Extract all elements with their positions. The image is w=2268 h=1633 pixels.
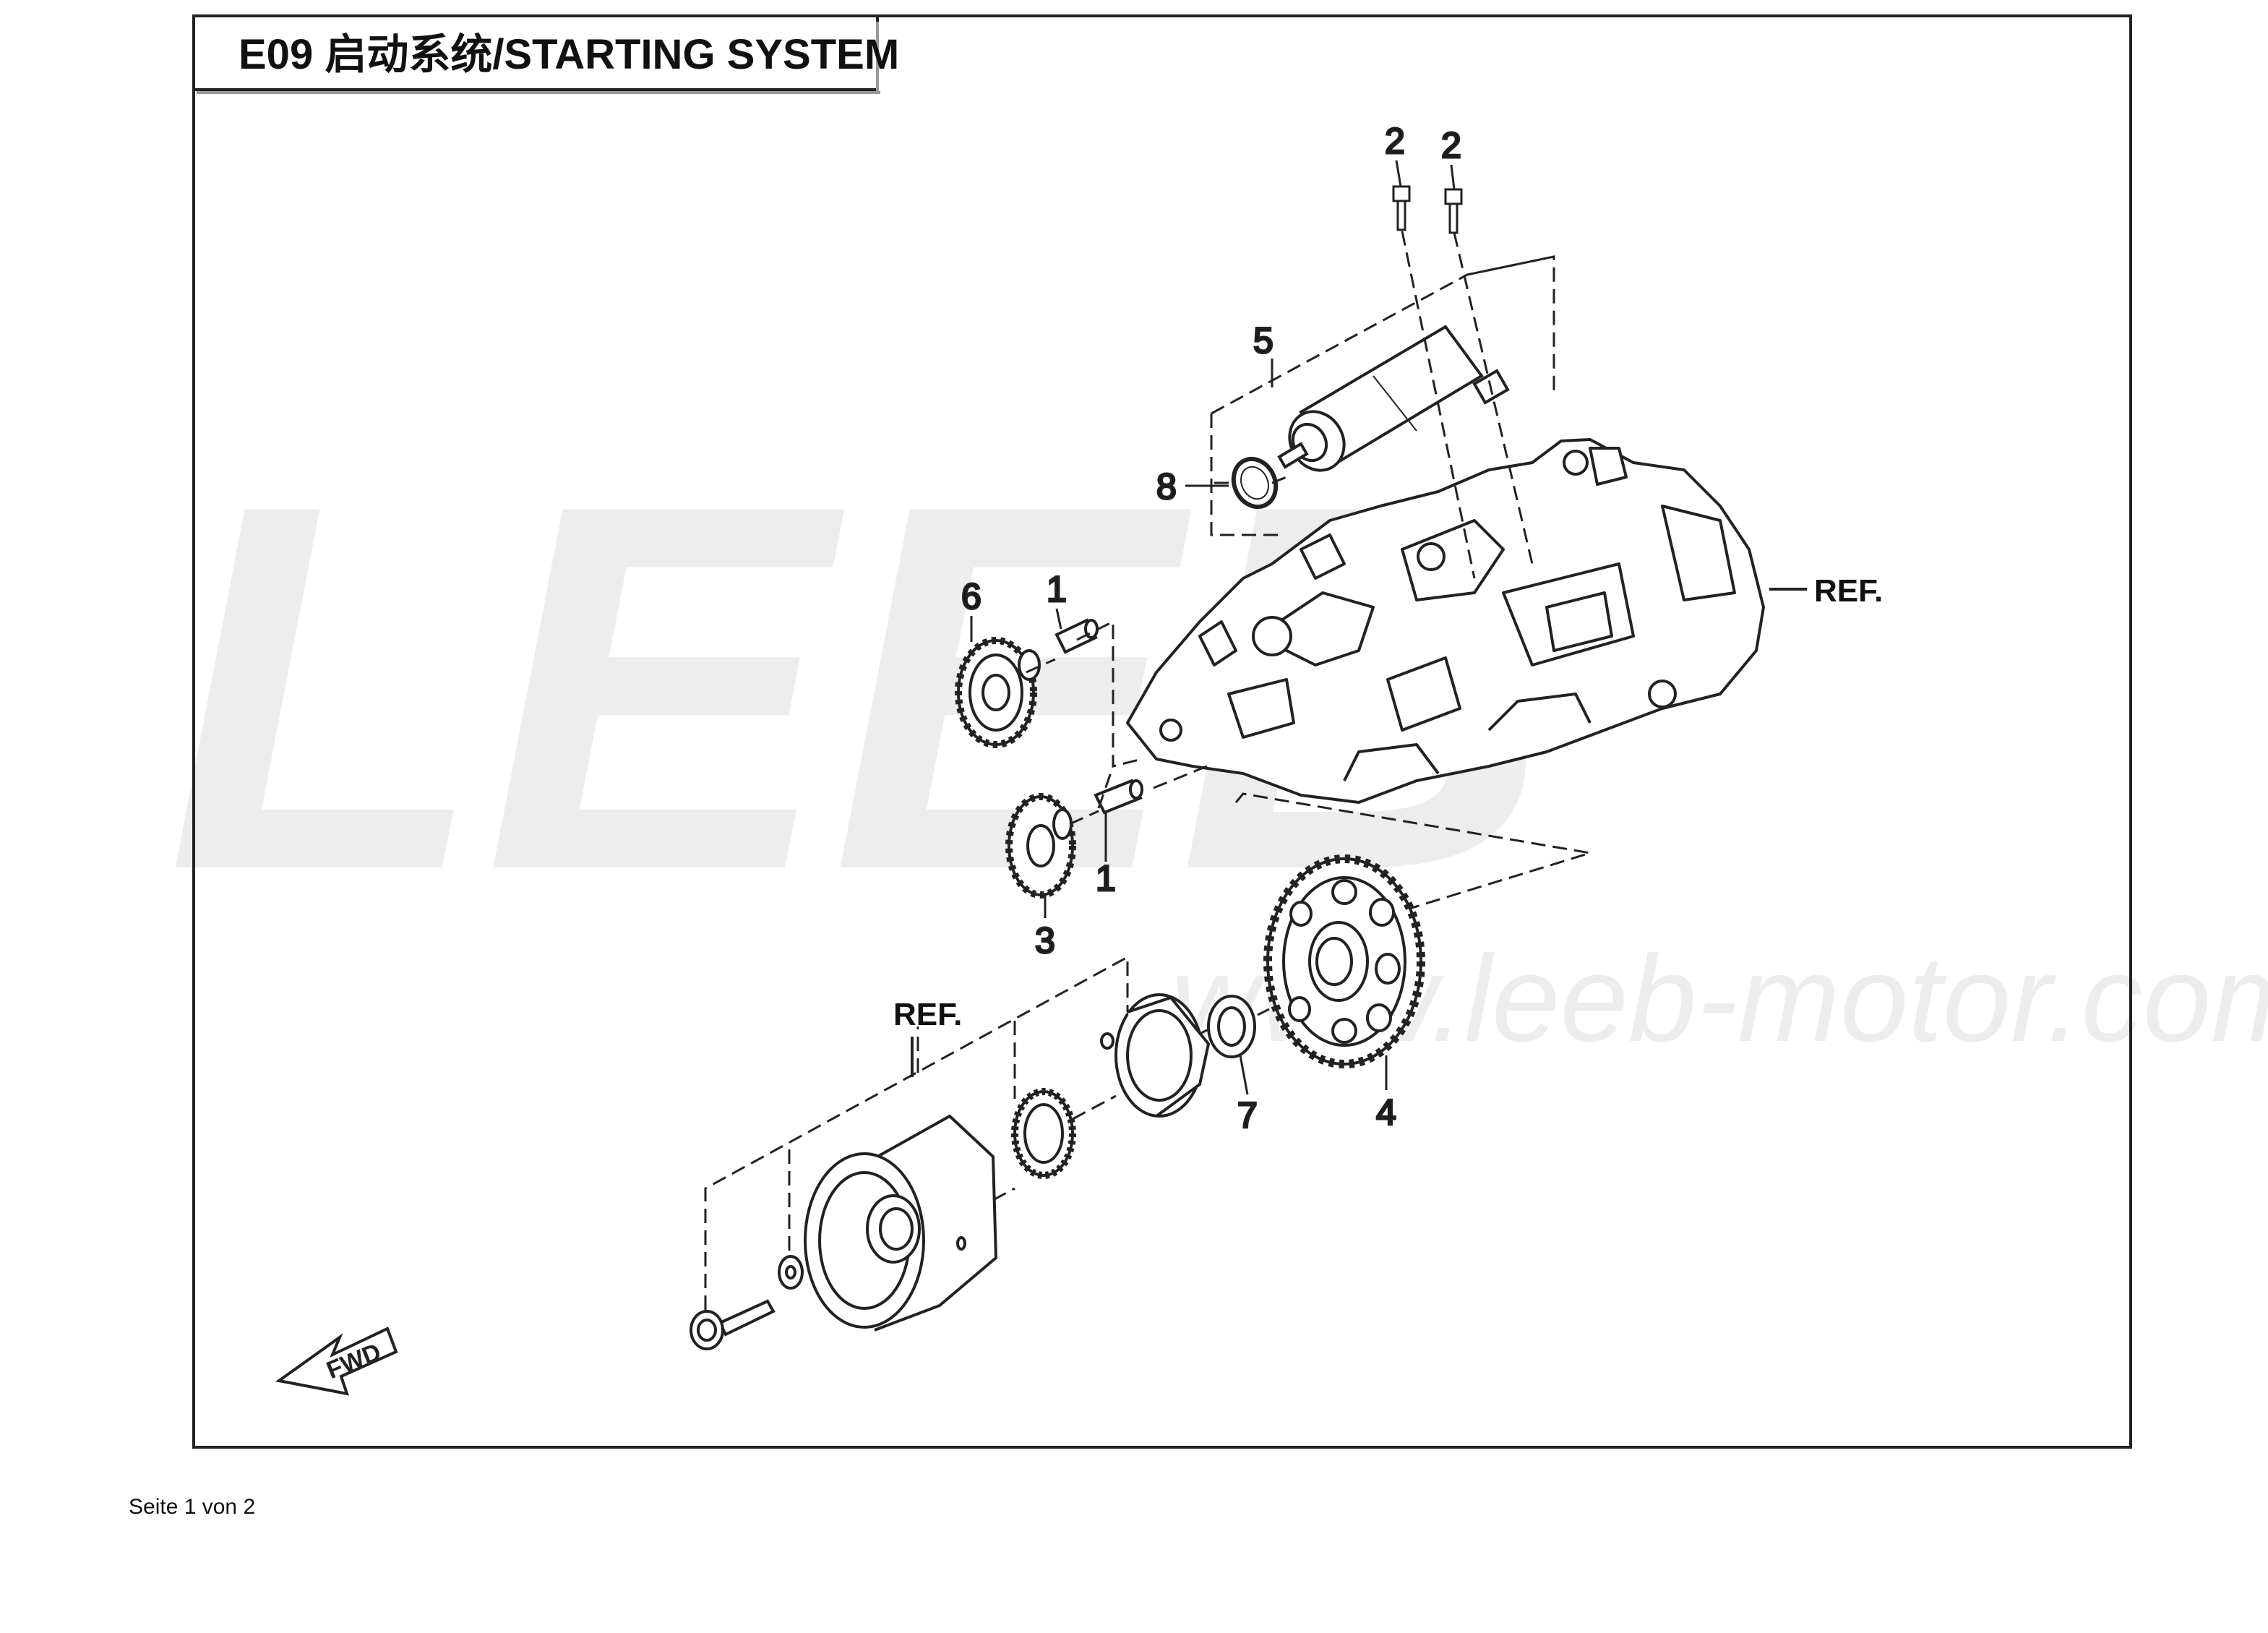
- ref-label-flywheel: REF.: [893, 997, 962, 1032]
- title-box: E09 启动系统/STARTING SYSTEM: [192, 14, 899, 94]
- ref-label-crankcase: REF.: [1814, 573, 1883, 609]
- callout-1-bottom: 1: [1096, 858, 1116, 899]
- starter-bolts: [1392, 185, 1463, 234]
- gear-3-part: [1005, 793, 1076, 899]
- starter-motor-part: [1277, 325, 1510, 472]
- flywheel-rotor-part: [804, 1114, 998, 1332]
- callout-8: 8: [1156, 466, 1177, 507]
- diagram-frame: [192, 14, 2132, 1449]
- callout-1-top: 1: [1047, 569, 1067, 609]
- assembly-lines-flywheel: [704, 955, 1270, 1310]
- callout-2-right: 2: [1441, 125, 1461, 166]
- o-ring-part: [1231, 456, 1279, 510]
- callout-4: 4: [1376, 1092, 1396, 1133]
- callout-6: 6: [961, 576, 981, 617]
- crankcase-ref-part: [1126, 438, 1765, 804]
- gear-6-part: [955, 637, 1041, 748]
- one-way-clutch-housing: [1100, 993, 1211, 1118]
- flywheel-bolt-part: [690, 1255, 804, 1350]
- assembly-lines-starter: [1210, 231, 1555, 579]
- callout-5: 5: [1253, 320, 1273, 361]
- fwd-arrow-icon: FWD: [275, 1326, 398, 1396]
- assembly-lines-gears: [1026, 620, 1591, 912]
- callout-2-left: 2: [1385, 121, 1405, 161]
- page-title: E09 启动系统/STARTING SYSTEM: [239, 31, 899, 78]
- callouts: 2 2 5 8 6 1 1 3 7 4: [961, 120, 1463, 1137]
- shaft-1b-part: [1094, 779, 1143, 815]
- washer-7-part: [1207, 995, 1256, 1058]
- page-footer: Seite 1 von 2: [129, 1495, 256, 1519]
- callout-3: 3: [1035, 920, 1055, 961]
- gear-4-part: [1263, 854, 1425, 1068]
- one-way-clutch-bearing: [1011, 1088, 1076, 1179]
- callout-7: 7: [1237, 1095, 1258, 1136]
